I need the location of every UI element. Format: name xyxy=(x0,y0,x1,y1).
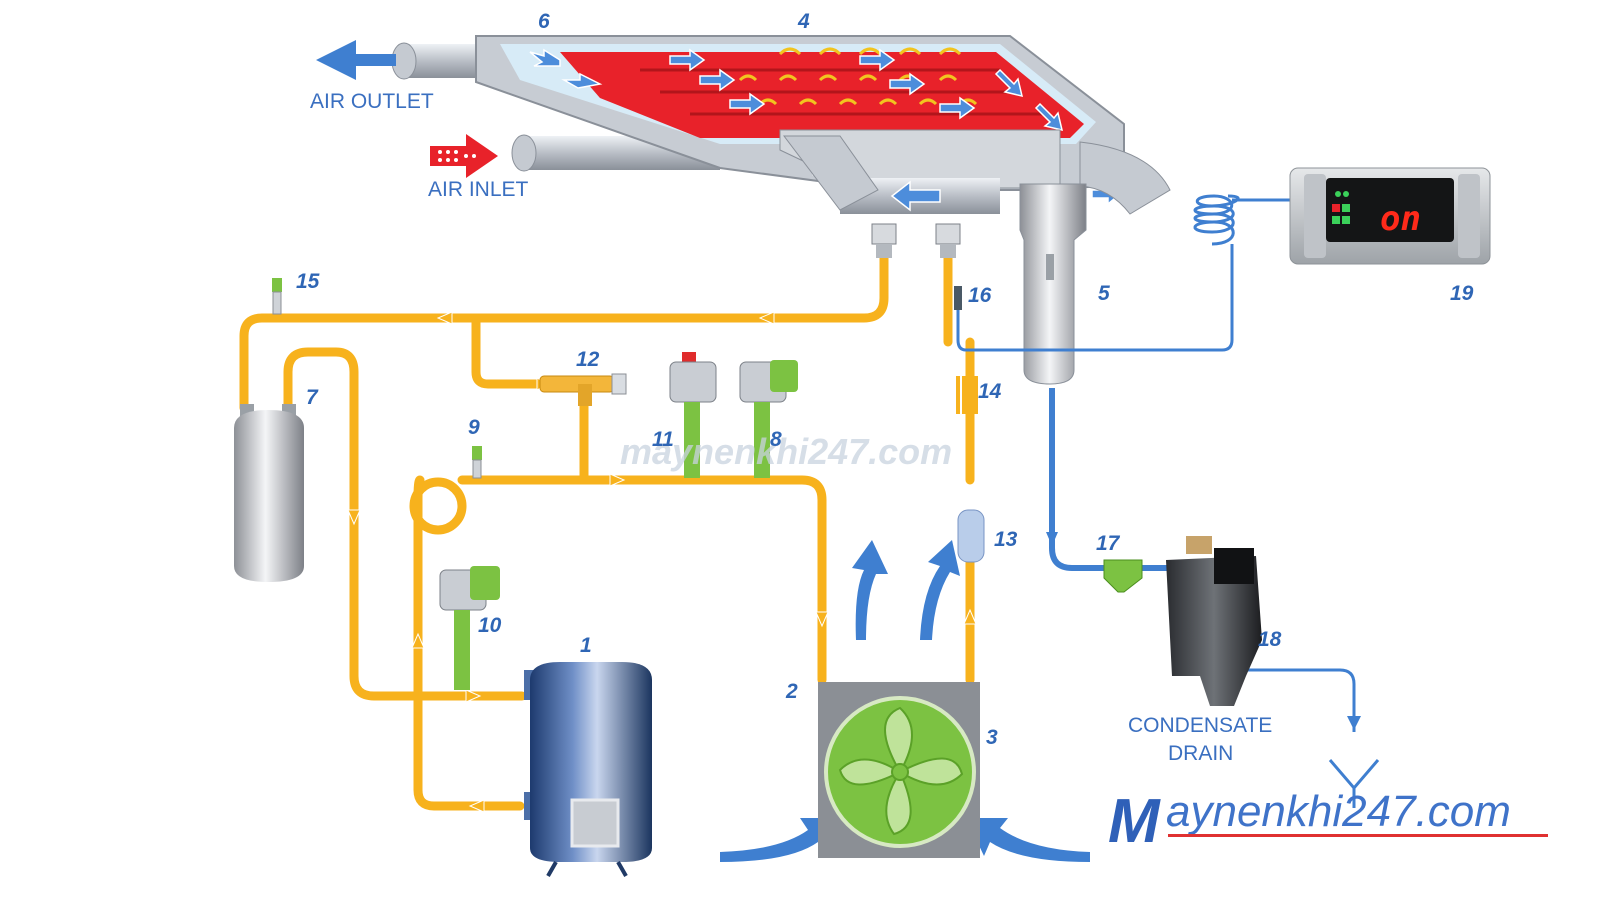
condenser-airflow xyxy=(720,540,1090,862)
compressor-tank xyxy=(524,662,652,877)
accumulator-7 xyxy=(234,404,304,582)
label-2: 2 xyxy=(785,680,798,703)
label-18: 18 xyxy=(1258,628,1282,651)
label-14: 14 xyxy=(978,380,1002,403)
label-11: 11 xyxy=(652,428,674,451)
air-outlet-arrow xyxy=(316,40,396,80)
label-4: 4 xyxy=(797,10,810,33)
status-led-icon xyxy=(1332,191,1350,224)
air-inlet-arrow xyxy=(430,134,498,178)
pressure-sensor-9 xyxy=(472,446,482,479)
pressure-sensor-15 xyxy=(272,278,282,315)
drain-label: DRAIN xyxy=(1168,742,1233,765)
brand-initial: M xyxy=(1108,787,1161,856)
label-17: 17 xyxy=(1096,532,1121,555)
heat-exchanger xyxy=(391,35,1171,385)
label-15: 15 xyxy=(296,270,320,293)
label-19: 19 xyxy=(1450,282,1474,305)
brand-underline xyxy=(1168,834,1548,837)
strainer-17 xyxy=(1103,559,1143,593)
watermark: maynenkhi247.com xyxy=(620,431,952,472)
air-inlet-label: AIR INLET xyxy=(428,178,529,201)
refrigerant-pipes xyxy=(239,253,975,811)
label-13: 13 xyxy=(994,528,1018,551)
valve-11 xyxy=(669,352,717,478)
label-1: 1 xyxy=(580,634,592,657)
drain-arrows xyxy=(1046,532,1361,730)
controller-19: on xyxy=(1289,167,1491,265)
brand-logo: M aynenkhi247.com xyxy=(1108,787,1548,856)
control-wiring xyxy=(956,194,1356,732)
air-outlet-label: AIR OUTLET xyxy=(310,90,434,113)
brand-text: aynenkhi247.com xyxy=(1166,787,1511,836)
drain-outlet-icon xyxy=(1328,759,1380,808)
label-8: 8 xyxy=(770,428,782,451)
label-3: 3 xyxy=(986,726,998,749)
label-16: 16 xyxy=(968,284,992,307)
valve-12 xyxy=(539,373,627,406)
label-10: 10 xyxy=(478,614,502,637)
sensor-16 xyxy=(954,286,962,310)
fan-icon xyxy=(838,706,964,836)
label-5: 5 xyxy=(1098,282,1110,305)
label-7: 7 xyxy=(306,386,319,409)
label-6: 6 xyxy=(538,10,550,33)
valve-8 xyxy=(739,360,798,478)
label-12: 12 xyxy=(576,348,600,371)
condensate-drain-18 xyxy=(1166,536,1262,706)
capillary-coil-14 xyxy=(956,376,978,414)
valve-10 xyxy=(439,566,500,690)
controller-display: on xyxy=(1380,199,1421,239)
condensate-line xyxy=(1049,388,1168,571)
condensate-label: CONDENSATE xyxy=(1128,714,1272,737)
label-9: 9 xyxy=(468,416,480,439)
filter-drier-13 xyxy=(957,509,985,563)
condenser-unit xyxy=(818,682,980,858)
